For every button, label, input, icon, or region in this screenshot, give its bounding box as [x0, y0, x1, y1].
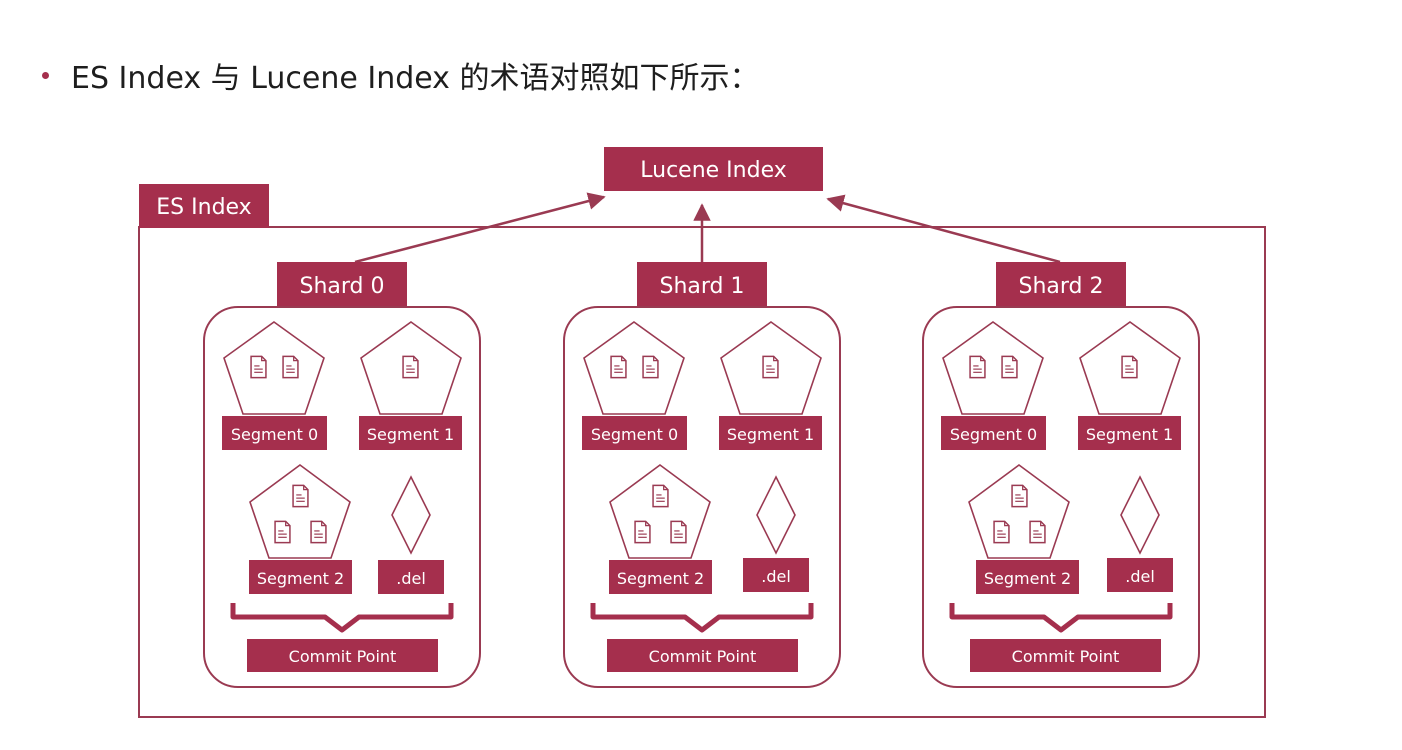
del-label: .del [761, 567, 791, 586]
commit-point-label: Commit Point [1012, 647, 1120, 666]
document-icon [1001, 355, 1018, 379]
document-icon [1121, 355, 1138, 379]
commit-point-label: Commit Point [289, 647, 397, 666]
shard-label-box: Shard 0 [277, 262, 407, 306]
document-icon [310, 520, 327, 544]
document-icon [292, 484, 309, 508]
document-icon [402, 355, 419, 379]
shard-label-box: Shard 2 [996, 262, 1126, 306]
segment-2-label: Segment 2 [257, 569, 344, 588]
segment-0-pentagon [942, 321, 1044, 415]
segment-2-label: Segment 2 [617, 569, 704, 588]
segment-0-label: Segment 0 [231, 425, 318, 444]
bullet-icon [42, 71, 49, 79]
commit-point-label: Commit Point [649, 647, 757, 666]
del-label: .del [396, 569, 426, 588]
heading: ES Index 与 Lucene Index 的术语对照如下所示： [42, 52, 759, 98]
document-icon [634, 520, 651, 544]
shard-2: Shard 2 Segment 0 Segment 1 Segment 2 .d… [922, 262, 1200, 688]
shard-label-box: Shard 1 [637, 262, 767, 306]
lucene-index-box: Lucene Index [604, 147, 823, 191]
shard-0: Shard 0 Segment 0 Segment 1 Segment 2 .d… [203, 262, 481, 688]
es-index-tab: ES Index [139, 184, 269, 228]
document-icon [1011, 484, 1028, 508]
commit-brace [230, 603, 454, 633]
document-icon [1029, 520, 1046, 544]
document-icon [670, 520, 687, 544]
commit-brace [949, 603, 1173, 633]
del-diamond [756, 475, 796, 555]
document-icon [762, 355, 779, 379]
lucene-index-label: Lucene Index [640, 158, 786, 183]
segment-0-pentagon [583, 321, 685, 415]
document-icon [250, 355, 267, 379]
segment-0-pentagon [223, 321, 325, 415]
segment-1-label: Segment 1 [727, 425, 814, 444]
document-icon [610, 355, 627, 379]
document-icon [969, 355, 986, 379]
shard-1: Shard 1 Segment 0 Segment 1 Segment 2 .d… [563, 262, 841, 688]
document-icon [274, 520, 291, 544]
es-index-label: ES Index [156, 195, 251, 220]
document-icon [993, 520, 1010, 544]
shard-label: Shard 0 [299, 274, 384, 299]
shard-label: Shard 2 [1018, 274, 1103, 299]
document-icon [652, 484, 669, 508]
arrow-shard2-to-lucene [826, 194, 1061, 264]
document-icon [642, 355, 659, 379]
shard-label: Shard 1 [659, 274, 744, 299]
segment-1-label: Segment 1 [367, 425, 454, 444]
segment-1-label: Segment 1 [1086, 425, 1173, 444]
segment-0-label: Segment 0 [950, 425, 1037, 444]
del-diamond [391, 475, 431, 555]
arrow-shard0-to-lucene [354, 192, 606, 264]
document-icon [282, 355, 299, 379]
commit-brace [590, 603, 814, 633]
del-label: .del [1125, 567, 1155, 586]
segment-0-label: Segment 0 [591, 425, 678, 444]
segment-2-label: Segment 2 [984, 569, 1071, 588]
heading-text: ES Index 与 Lucene Index 的术语对照如下所示： [71, 61, 760, 96]
del-diamond [1120, 475, 1160, 555]
